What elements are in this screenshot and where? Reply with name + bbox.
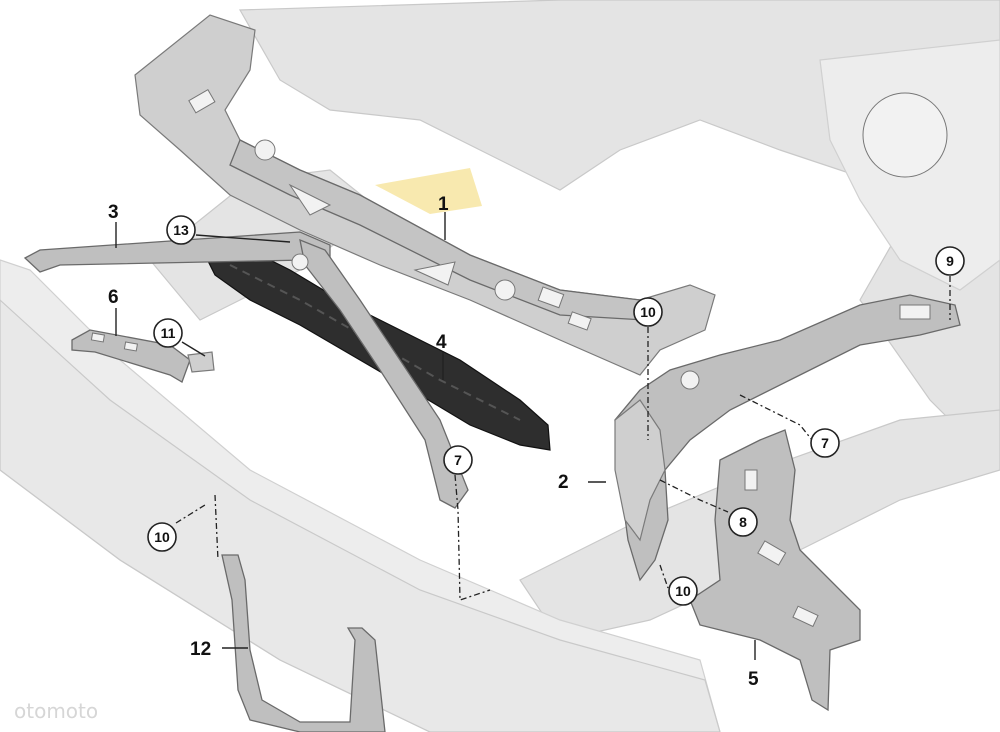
callout-1: 1 <box>438 194 449 215</box>
leader-lines <box>115 212 756 660</box>
callout-6: 6 <box>108 287 119 308</box>
callout-10-top-badge: 10 <box>633 297 663 327</box>
callout-8-badge: 8 <box>728 507 758 537</box>
part-side-carrier <box>614 294 961 582</box>
circled-callouts: 13 11 10 9 7 7 8 10 <box>147 215 965 606</box>
svg-text:10: 10 <box>675 583 691 599</box>
part-strut-brace <box>23 231 469 509</box>
callout-5: 5 <box>748 669 759 690</box>
callout-12: 12 <box>190 639 211 660</box>
svg-text:13: 13 <box>173 222 189 238</box>
part-tow-bracket <box>221 554 386 732</box>
svg-text:7: 7 <box>821 435 829 451</box>
callout-13-badge: 13 <box>166 215 196 245</box>
callout-7-right-badge: 7 <box>810 428 840 458</box>
callout-3: 3 <box>108 202 119 223</box>
strut-tower-opening <box>862 92 948 178</box>
svg-text:11: 11 <box>161 325 176 341</box>
callout-7-left-badge: 7 <box>443 445 473 475</box>
callout-11-badge: 11 <box>153 318 183 348</box>
svg-text:10: 10 <box>154 529 170 545</box>
callout-2: 2 <box>558 472 569 493</box>
svg-text:10: 10 <box>640 304 656 320</box>
callout-10-left-badge: 10 <box>147 522 177 552</box>
part-upper-carrier <box>134 14 716 376</box>
plain-callouts: 1 2 3 4 5 6 12 <box>108 194 759 690</box>
highlight-wedge <box>375 168 482 214</box>
svg-text:7: 7 <box>454 452 462 468</box>
callout-9-badge: 9 <box>935 246 965 276</box>
watermark: otomoto <box>14 699 98 723</box>
assembly-axes <box>175 276 951 601</box>
callout-4: 4 <box>436 332 447 353</box>
callout-10-bottom-badge: 10 <box>668 576 698 606</box>
svg-text:9: 9 <box>946 253 954 269</box>
svg-text:8: 8 <box>739 514 747 530</box>
rear-body-frame <box>238 0 1000 431</box>
